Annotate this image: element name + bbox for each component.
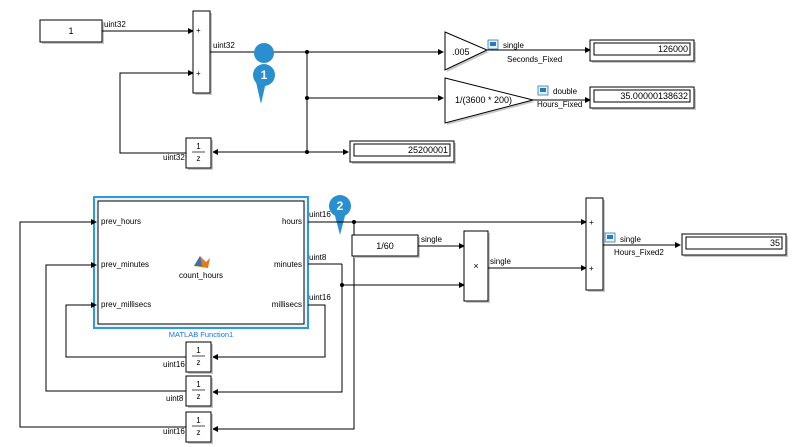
display-seconds-value: 126000 (658, 44, 688, 54)
function-input-prev-minutes: prev_minutes (101, 260, 149, 269)
gain-hours-value: 1/(3600 * 200) (455, 95, 512, 105)
unit-delay-block-hours[interactable]: 1 z (185, 411, 213, 444)
delay-millisecs-type-label: uint16 (163, 360, 185, 369)
display-hours-value: 35.00000138632 (620, 91, 688, 101)
delay-1-type-label: uint32 (163, 153, 185, 162)
unit-delay-minutes-num: 1 (196, 380, 201, 389)
signal-viewer-icon-hours2[interactable] (604, 232, 616, 243)
unit-delay-hours-num: 1 (196, 416, 201, 425)
unit-delay-block-millisecs[interactable]: 1 z (185, 341, 213, 374)
sum-2-out-type-label: single (620, 235, 641, 244)
signal-viewer-icon-seconds[interactable] (487, 39, 499, 50)
unit-delay-millisecs-num: 1 (196, 346, 201, 355)
unit-delay-hours-den: z (197, 428, 201, 437)
display-seconds-block[interactable]: 126000 (589, 39, 696, 63)
unit-delay-1-den: z (197, 154, 201, 163)
junction-dot-1 (305, 50, 309, 54)
display-hours-block[interactable]: 35.00000138632 (589, 86, 696, 110)
wire-delay1-feedback[interactable] (119, 70, 194, 154)
wire-delay-minutes-feedback[interactable] (45, 262, 186, 392)
signal-viewer-icon-hours[interactable] (537, 85, 549, 96)
function-output-hours: hours (282, 217, 302, 226)
junction-dot-3 (305, 150, 309, 154)
sum-block-2[interactable]: + + (585, 197, 605, 292)
unit-delay-millisecs-den: z (197, 358, 201, 367)
matlab-function-block[interactable]: prev_hours prev_minutes prev_millisecs h… (93, 196, 309, 329)
display-counter-value: 25200001 (408, 145, 448, 155)
sum-1-sign-top: + (196, 26, 201, 35)
junction-dot-2 (305, 96, 309, 100)
sum-2-name-label: Hours_Fixed2 (614, 248, 664, 257)
constant-2-type-label: single (421, 235, 442, 244)
constant-1-value: 1 (68, 26, 73, 36)
gain-seconds-value: .005 (452, 47, 470, 57)
sum-block-1[interactable]: + + (192, 10, 212, 95)
product-sign: × (473, 261, 478, 271)
wire-delay-hours-feedback[interactable] (19, 219, 186, 428)
badge-2[interactable]: 2 (329, 195, 351, 235)
function-input-prev-millisecs: prev_millisecs (101, 300, 151, 309)
function-input-prev-hours: prev_hours (101, 217, 141, 226)
sum-2-sign-bottom: + (589, 264, 594, 273)
product-out-type-label: single (490, 257, 511, 266)
sum-1-out-type-label: uint32 (213, 41, 235, 50)
gain-seconds-type-label: single (503, 41, 524, 50)
delay-hours-type-label: uint16 (163, 427, 185, 436)
wire-hours-to-delay[interactable] (212, 222, 355, 432)
junction-dot-minutes (340, 283, 344, 287)
unit-delay-block-minutes[interactable]: 1 z (185, 375, 213, 408)
millisecs-out-type-label: uint16 (309, 293, 331, 302)
gain-seconds-name-label: Seconds_Fixed (507, 55, 562, 64)
wire-minutes-to-delay[interactable] (212, 264, 343, 395)
function-block-name: MATLAB Function1 (169, 330, 233, 339)
display-hours2-block[interactable]: 35 (681, 233, 788, 257)
sum-2-sign-top: + (589, 218, 594, 227)
display-counter-block[interactable]: 25200001 (349, 140, 456, 164)
badge-2-text: 2 (337, 199, 344, 213)
badge-1-text: 1 (261, 68, 268, 82)
wire-delay-millisecs-feedback[interactable] (65, 302, 186, 358)
gain-hours-block[interactable]: 1/(3600 * 200) (444, 77, 535, 125)
delay-minutes-type-label: uint8 (166, 394, 184, 403)
unit-delay-block-1[interactable]: 1 z (185, 137, 213, 170)
matlab-logo-icon (194, 256, 210, 268)
unit-delay-1-num: 1 (196, 142, 201, 151)
constant-1-type-label: uint32 (104, 20, 126, 29)
sum-1-sign-bottom: + (196, 69, 201, 78)
gain-hours-type-label: double (553, 87, 578, 96)
wire-millisecs-to-delay[interactable] (212, 304, 326, 360)
hours-out-type-label: uint16 (309, 210, 331, 219)
badge-1[interactable]: 1 (253, 43, 275, 104)
gain-hours-name-label: Hours_Fixed (537, 100, 582, 109)
product-block[interactable]: × (463, 230, 490, 303)
constant-block-1[interactable]: 1 (39, 19, 104, 44)
gain-seconds-block[interactable]: .005 (444, 31, 489, 72)
function-output-minutes: minutes (274, 260, 302, 269)
unit-delay-minutes-den: z (197, 392, 201, 401)
constant-2-value: 1/60 (376, 241, 394, 251)
function-center-label: count_hours (179, 271, 223, 280)
constant-block-2[interactable]: 1/60 (351, 234, 420, 258)
display-hours2-value: 35 (770, 238, 780, 248)
minutes-out-type-label: uint8 (309, 253, 327, 262)
function-output-millisecs: millisecs (272, 300, 302, 309)
